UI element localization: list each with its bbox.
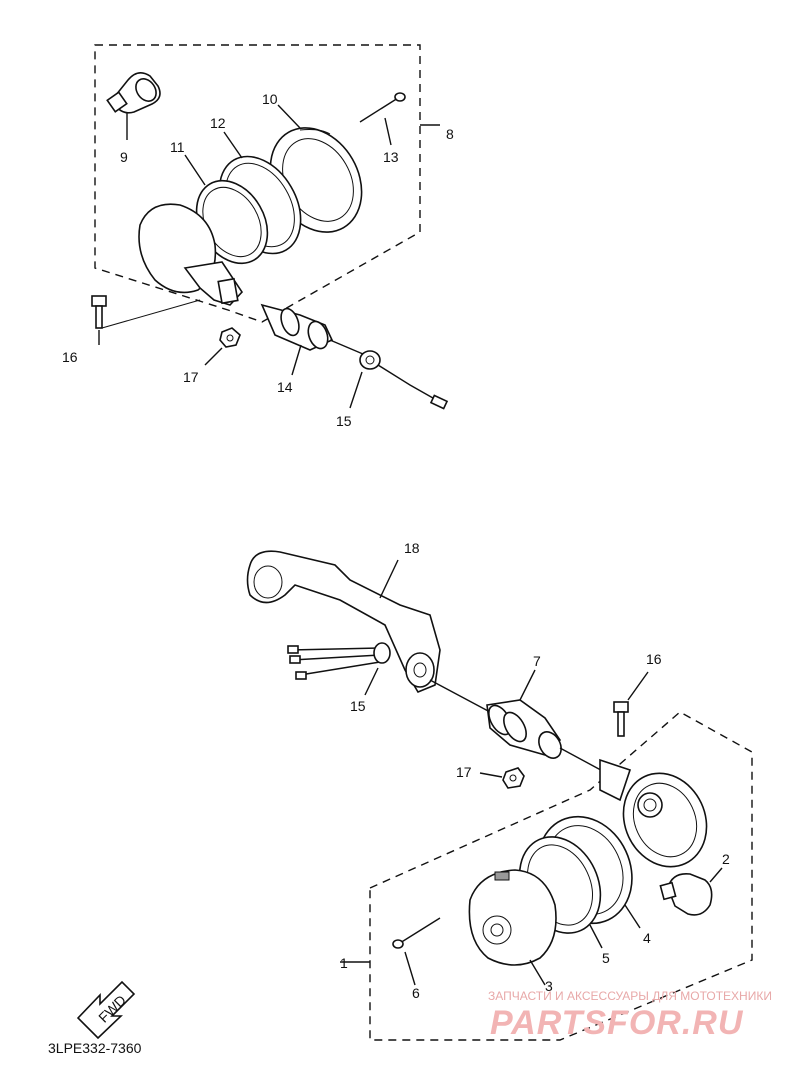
callout-labels: 9 10 12 11 13 8 16 17 14 15 18 7 16 15 1… — [62, 91, 730, 1001]
bolt-part-16-top — [91, 295, 201, 345]
watermark-brand: PARTSFOR.RU — [490, 1004, 744, 1042]
bracket-part-18 — [246, 550, 441, 694]
callout-6: 6 — [412, 985, 420, 1001]
wire-harness — [287, 642, 391, 696]
fwd-arrow-icon: FWD — [76, 980, 136, 1040]
stem-part-7 — [429, 669, 611, 776]
callout-18: 18 — [404, 540, 420, 556]
callout-8: 8 — [446, 126, 454, 142]
housing-base — [599, 758, 708, 868]
callout-11: 11 — [170, 139, 185, 155]
callout-10: 10 — [262, 91, 278, 107]
nut-part-15-top — [349, 350, 449, 410]
lens-part-3 — [468, 869, 557, 986]
watermark: ЗАПЧАСТИ И АКСЕССУАРЫ ДЛЯ МОТОТЕХНИКИ PA… — [488, 989, 772, 1042]
callout-12: 12 — [210, 115, 226, 131]
screw-part-13 — [359, 92, 406, 146]
callout-3: 3 — [545, 978, 553, 994]
callout-1: 1 — [340, 955, 348, 971]
watermark-tagline: ЗАПЧАСТИ И АКСЕССУАРЫ ДЛЯ МОТОТЕХНИКИ — [488, 989, 772, 1003]
callout-17-top: 17 — [183, 369, 199, 385]
callout-4: 4 — [643, 930, 651, 946]
nut-part-17-bottom — [479, 767, 525, 789]
lens-housing — [138, 203, 244, 306]
bolt-part-16-bottom — [613, 671, 649, 737]
nut-part-17-top — [204, 327, 241, 366]
callout-7: 7 — [533, 653, 541, 669]
callout-5: 5 — [602, 950, 610, 966]
bulb-part-2 — [659, 867, 723, 916]
callout-15-top: 15 — [336, 413, 352, 429]
callout-14: 14 — [277, 379, 293, 395]
part-code: 3LPE332-7360 — [48, 1040, 142, 1056]
callout-9: 9 — [120, 149, 128, 165]
top-turn-signal-assembly — [91, 44, 449, 410]
callout-2: 2 — [722, 851, 730, 867]
callout-16-bottom: 16 — [646, 651, 662, 667]
callout-16-top: 16 — [62, 349, 78, 365]
bottom-turn-signal-assembly — [246, 124, 753, 1041]
stem-part-14 — [260, 303, 371, 376]
screw-part-6 — [392, 917, 441, 986]
callout-17-bottom: 17 — [456, 764, 472, 780]
callout-15-bottom: 15 — [350, 698, 366, 714]
bulb-part-9 — [106, 72, 161, 140]
callout-13: 13 — [383, 149, 399, 165]
